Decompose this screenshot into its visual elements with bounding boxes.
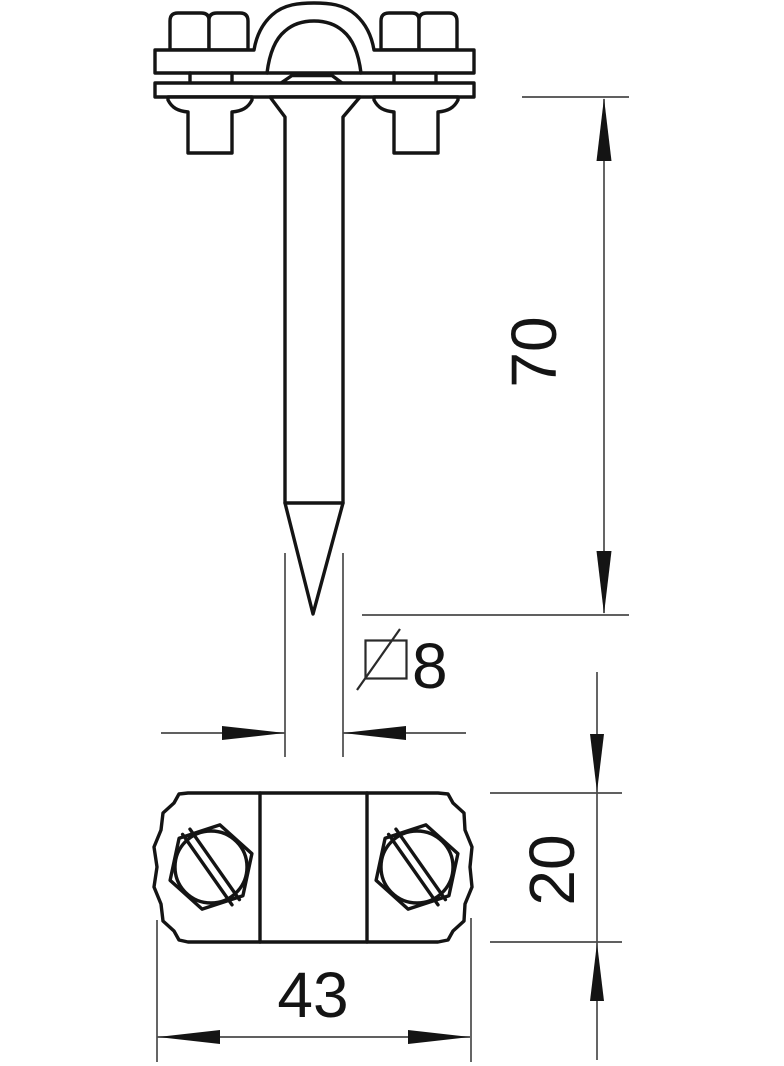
screw-slot bbox=[394, 827, 448, 902]
dimension-cross-section: 8 bbox=[161, 553, 466, 757]
plan-view bbox=[152, 791, 474, 944]
arrow-left-icon bbox=[158, 1030, 220, 1044]
dimension-spike-length: 70 bbox=[362, 96, 629, 616]
arrow-right-icon bbox=[222, 726, 285, 740]
arrow-left-icon bbox=[343, 726, 406, 740]
left-hex-bolt-plan bbox=[168, 823, 254, 911]
square-section-icon bbox=[356, 628, 408, 691]
screw-slot bbox=[386, 832, 440, 907]
right-bolt-shank bbox=[372, 95, 460, 155]
dim-value-43: 43 bbox=[277, 959, 348, 1031]
arrow-up-icon bbox=[590, 943, 604, 1001]
dim-value-8: 8 bbox=[412, 630, 448, 702]
arrow-down-icon bbox=[596, 551, 612, 614]
dimension-body-height: 20 bbox=[490, 672, 622, 1060]
saddle-inner-arc bbox=[265, 19, 363, 75]
bolt-circle bbox=[379, 829, 455, 905]
top-plate-with-saddle bbox=[153, 1, 476, 75]
dim-value-20: 20 bbox=[516, 834, 588, 905]
spike bbox=[268, 95, 362, 616]
dimension-body-width: 43 bbox=[156, 918, 472, 1062]
bottom-plate bbox=[153, 81, 476, 99]
dim-value-70: 70 bbox=[498, 316, 570, 387]
bolt-circle bbox=[173, 829, 249, 905]
side-view bbox=[153, 1, 476, 616]
arrow-right-icon bbox=[408, 1030, 470, 1044]
left-bolt-head bbox=[168, 11, 250, 52]
right-hex-bolt-plan bbox=[374, 823, 460, 911]
screw-slot bbox=[188, 827, 242, 902]
arrow-up-icon bbox=[596, 98, 612, 161]
arrow-down-icon bbox=[590, 734, 604, 792]
screw-slot bbox=[180, 832, 234, 907]
right-bolt-head bbox=[379, 11, 459, 52]
left-bolt-shank bbox=[166, 95, 254, 155]
